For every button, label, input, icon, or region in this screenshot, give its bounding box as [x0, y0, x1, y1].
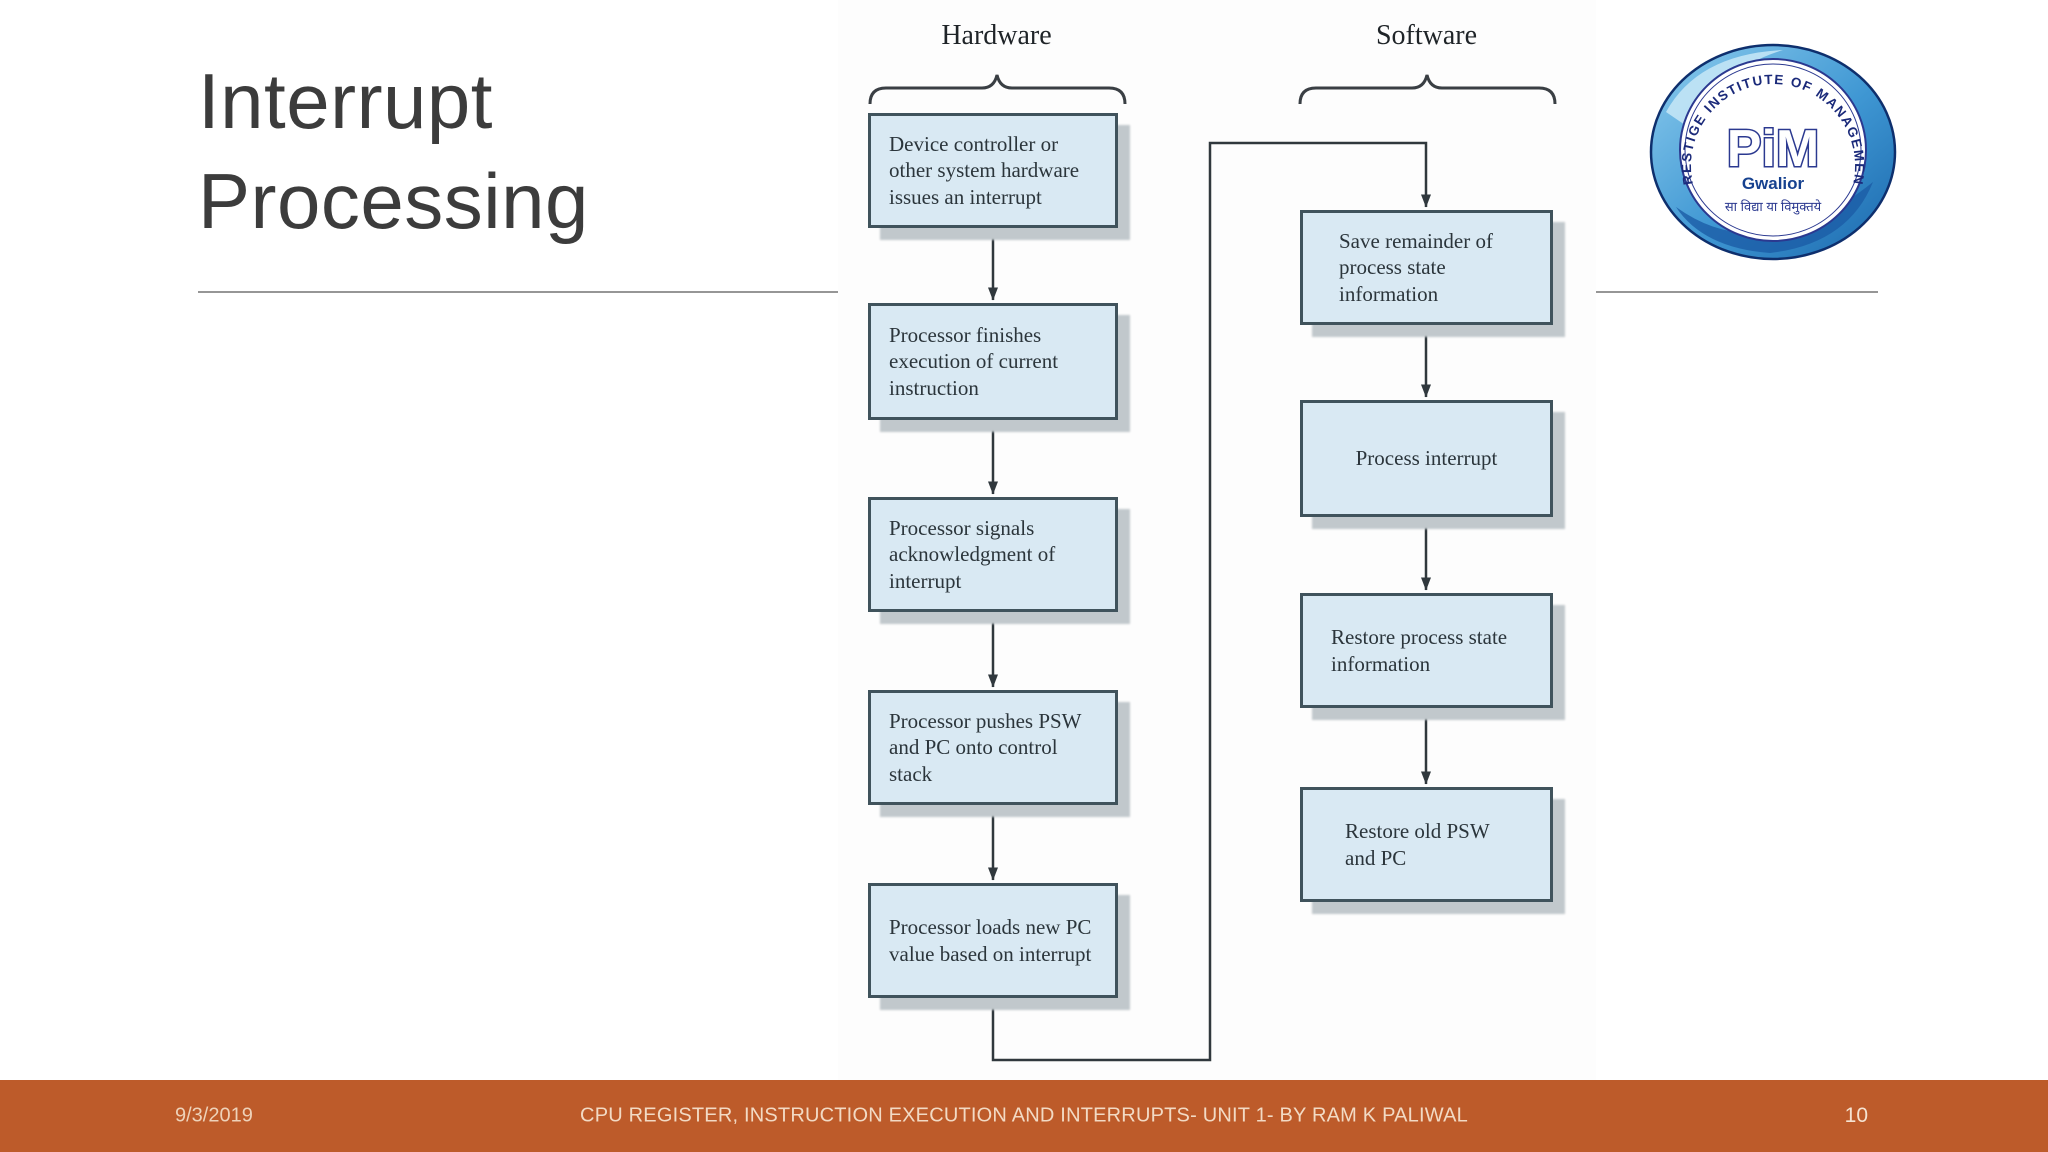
footer-title: CPU REGISTER, INSTRUCTION EXECUTION AND … — [580, 1104, 1468, 1127]
footer-date: 9/3/2019 — [175, 1104, 253, 1127]
flow-box-text: Processor finishes execution of current … — [889, 323, 1059, 400]
hardware-brace-icon — [868, 74, 1127, 105]
flow-box-save-process-state: Save remainder of process state informat… — [1300, 210, 1553, 325]
footer-bar: 9/3/2019 CPU REGISTER, INSTRUCTION EXECU… — [0, 1080, 2048, 1152]
flow-connectors — [868, 74, 1557, 1062]
flow-box-device-controller: Device controller or other system hardwa… — [868, 113, 1118, 228]
flow-box-text: Processor signals acknowledgment of inte… — [889, 516, 1056, 593]
flow-box-text: Process interrupt — [1355, 446, 1498, 471]
footer-page-number: 10 — [1844, 1104, 1868, 1127]
interrupt-flow-diagram: Hardware Software Device controller or o… — [838, 0, 1596, 1082]
flow-box-text: Device controller or other system hardwa… — [889, 132, 1080, 209]
institute-monogram: PiM — [1727, 120, 1819, 178]
flow-box-text: Processor loads new PC value based on in… — [889, 915, 1092, 966]
flow-box-process-interrupt: Process interrupt — [1300, 400, 1553, 517]
software-column-label: Software — [1375, 20, 1478, 51]
flow-box-push-psw-pc: Processor pushes PSW and PC onto control… — [868, 690, 1118, 805]
institute-logo: PRESTIGE INSTITUTE OF MANAGEMENT PiM Gwa… — [1643, 30, 1898, 264]
flow-box-text: Processor pushes PSW and PC onto control… — [889, 709, 1082, 786]
flow-box-load-new-pc: Processor loads new PC value based on in… — [868, 883, 1118, 998]
flow-box-processor-finishes: Processor finishes execution of current … — [868, 303, 1118, 420]
flow-box-restore-old-psw-pc: Restore old PSW and PC — [1300, 787, 1553, 902]
institute-motto: सा विद्या या विमुक्तये — [1725, 199, 1822, 215]
flow-box-text: Restore process state information — [1331, 625, 1508, 676]
software-brace-icon — [1298, 74, 1557, 105]
hardware-column-label: Hardware — [941, 20, 1052, 51]
flow-box-text: Restore old PSW and PC — [1345, 819, 1490, 870]
institute-logo-badge-icon: PRESTIGE INSTITUTE OF MANAGEMENT PiM Gwa… — [1643, 30, 1897, 261]
flow-box-processor-signals-ack: Processor signals acknowledgment of inte… — [868, 497, 1118, 612]
institute-city: Gwalior — [1742, 174, 1805, 193]
flow-box-restore-process-state: Restore process state information — [1300, 593, 1553, 708]
page-title: Interrupt Processing — [198, 57, 589, 245]
flow-box-text: Save remainder of process state informat… — [1339, 229, 1493, 306]
